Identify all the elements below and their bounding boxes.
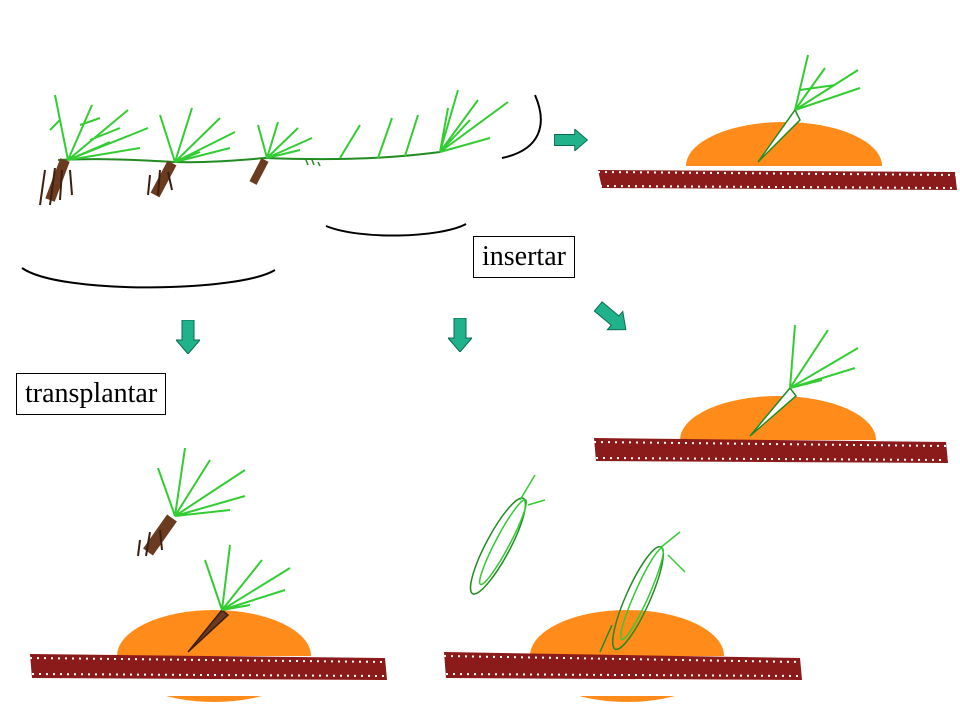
insert-scene-middle — [590, 324, 960, 500]
transplant-scene — [28, 447, 388, 702]
soil-strip — [444, 652, 802, 680]
stolon-with-plantlets — [39, 89, 542, 206]
insert-scene-top — [597, 54, 960, 226]
cutting-icon — [749, 324, 859, 437]
insert-tip-scene — [440, 474, 810, 702]
arrow-down-icon — [176, 320, 200, 354]
bracket — [501, 94, 542, 159]
seedling-icon — [137, 447, 246, 557]
soil-strip — [598, 170, 957, 190]
arrow-down-icon — [448, 318, 472, 352]
cutting-icon — [757, 54, 861, 163]
cutting-icon — [469, 474, 546, 595]
arrow-right-icon — [554, 129, 588, 151]
insert-label: insertar — [473, 236, 575, 278]
bracket-rooted — [21, 267, 276, 289]
transplant-label: transplantar — [16, 373, 167, 415]
seedling-icon — [147, 107, 236, 198]
seedling-icon — [249, 121, 313, 185]
soil-strip — [594, 438, 948, 463]
seedling-icon — [187, 544, 291, 653]
seedling-icon — [39, 94, 149, 206]
arrow-down-right-icon — [593, 301, 627, 331]
bracket-unrooted — [325, 223, 467, 237]
stolon-tip — [305, 89, 509, 167]
cutting-icon — [599, 531, 686, 653]
